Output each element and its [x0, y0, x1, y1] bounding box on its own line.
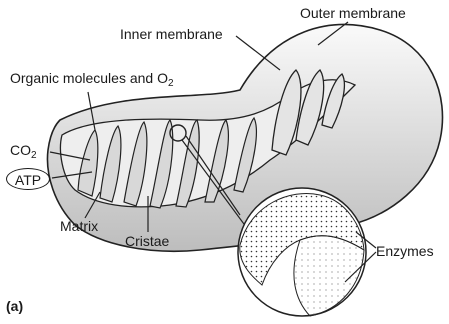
organic-molecules-label: Organic molecules and O2 — [10, 70, 174, 92]
inner-membrane-label: Inner membrane — [120, 26, 223, 42]
co2-label: CO2 — [10, 142, 37, 164]
outer-membrane-label: Outer membrane — [300, 5, 406, 21]
atp-label: ATP — [6, 168, 50, 190]
cristae-label: Cristae — [125, 233, 169, 249]
enzymes-magnified-view — [238, 188, 366, 316]
enzymes-label: Enzymes — [376, 243, 434, 259]
panel-letter: (a) — [6, 298, 23, 314]
matrix-label: Matrix — [60, 218, 98, 234]
